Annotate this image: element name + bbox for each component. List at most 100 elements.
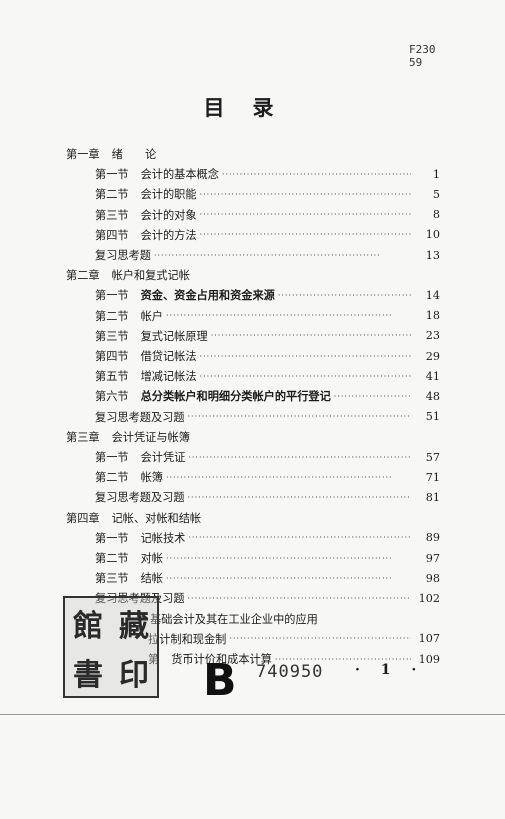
toc-page-number: 89: [425, 531, 440, 545]
library-stamp: 館 藏 書 印: [63, 596, 159, 698]
toc-entry-text: 第四节会计的方法: [95, 227, 197, 243]
toc-page-number: 102: [418, 591, 440, 605]
toc-chapter-row: 第一章绪 论: [66, 144, 156, 164]
toc-entry-text: 第三节会计的对象: [95, 207, 197, 223]
toc-entry-title: 复式记帐原理: [140, 329, 208, 343]
toc-leader-dots: ········································…: [199, 210, 411, 220]
toc-section-row: 第二节会计的职能································…: [95, 184, 440, 204]
toc-chapter-row: 基础会计及其在工业企业中的应用: [150, 609, 318, 629]
toc-entry-text: 第二节会计的职能: [95, 186, 197, 202]
toc-entry-text: 基础会计及其在工业企业中的应用: [150, 611, 318, 627]
toc-leader-dots: ········································…: [187, 492, 411, 502]
toc-leader-dots: ········································…: [274, 654, 411, 664]
toc-entry-title: 记帐技术: [140, 531, 186, 545]
toc-entry-title: 会计凭证: [140, 451, 186, 464]
toc-entry-title: 货币计价和成本计算: [171, 653, 272, 666]
toc-leader-dots: ········································…: [165, 311, 393, 321]
stamp-char: 印: [119, 657, 149, 693]
stamp-char: 館: [73, 608, 103, 644]
toc-entry-title: 复习思考题及习题: [95, 410, 185, 424]
toc-leader-dots: ········································…: [153, 250, 381, 260]
toc-entry-text: 第货币计价和成本计算: [148, 651, 272, 667]
toc-entry-label: 第一节: [95, 531, 129, 545]
toc-leader-dots: ········································…: [165, 573, 393, 583]
toc-entry-label: 第二节: [95, 188, 129, 202]
toc-entry-text: 第五节增减记帐法: [95, 368, 197, 384]
toc-page-number: 107: [418, 632, 440, 646]
page-title: 目录: [203, 96, 302, 120]
toc-entry-label: 第一章: [66, 148, 100, 161]
toc-page-number: 13: [425, 248, 440, 262]
toc-entry-title: 结帐: [140, 572, 163, 586]
toc-entry-label: 第二章: [66, 269, 100, 283]
stamp-b-letter: B: [203, 655, 237, 706]
call-number-line-2: 59: [409, 56, 423, 69]
toc-entry-title: 复习思考题: [95, 249, 151, 262]
toc-entry-label: 第四章: [66, 511, 100, 525]
toc-leader-dots: ········································…: [229, 634, 411, 644]
toc-page-number: 1: [432, 167, 440, 181]
toc-entry-text: 第六节总分类帐户和明细分类帐户的平行登记: [95, 388, 331, 404]
toc-entry-text: 第二节帐簿: [95, 469, 163, 485]
toc-entry-title: 会计的职能: [140, 188, 197, 202]
toc-page-number: 57: [425, 450, 440, 464]
toc-entry-label: 第四节: [95, 228, 129, 242]
toc-entry-title: 会计的基本概念: [140, 168, 219, 182]
toc-entry-text: 第一节会计凭证: [95, 449, 185, 465]
toc-page-number: 5: [432, 187, 440, 201]
toc-entry-text: 复习思考题及习题: [95, 409, 185, 425]
toc-entry-title: 增减记帐法: [140, 370, 197, 384]
toc-entry-text: 第二章帐户和复式记帐: [66, 267, 190, 283]
toc-entry-text: 第一章绪 论: [66, 146, 156, 162]
toc-entry-label: 第三节: [95, 329, 129, 343]
toc-entry-text: 第四节借贷记帐法: [95, 348, 197, 364]
toc-entry-label: 第二节: [95, 552, 129, 565]
toc-entry-label: 第二节: [95, 309, 129, 323]
toc-page-number: 81: [425, 490, 440, 504]
toc-entry-label: 第五节: [95, 370, 129, 384]
toc-entry-text: 第一节资金、资金占用和资金来源: [95, 287, 275, 303]
toc-page-number: 48: [425, 389, 440, 403]
toc-entry-label: 第三节: [95, 572, 129, 586]
toc-entry-title: 绪 论: [111, 148, 157, 161]
toc-entry-text: 拉计制和现金制: [148, 631, 226, 647]
toc-review-row: 复习思考题及习题································…: [95, 588, 440, 608]
toc-chapter-row: 第三章会计凭证与帐簿: [66, 427, 190, 447]
toc-review-row: 复习思考题及习题································…: [95, 407, 440, 427]
toc-section-row: 第三节复式记帐原理·······························…: [95, 326, 440, 346]
toc-entry-title: 会计凭证与帐簿: [111, 430, 190, 444]
toc-leader-dots: ········································…: [199, 230, 411, 240]
toc-leader-dots: ········································…: [165, 553, 393, 563]
toc-entry-label: 第三章: [66, 430, 100, 444]
toc-entry-label: 第四节: [95, 350, 129, 363]
toc-page-number: 109: [418, 652, 440, 666]
toc-entry-text: 第一节记帐技术: [95, 530, 185, 546]
toc-entry-title: 记帐、对帐和结帐: [111, 511, 202, 525]
toc-entry-text: 第三节结帐: [95, 570, 163, 586]
toc-leader-dots: ········································…: [199, 371, 411, 381]
toc-entry-title: 基础会计及其在工业企业中的应用: [150, 612, 318, 626]
toc-entry-title: 帐户: [140, 309, 163, 323]
toc-entry-text: 第三节复式记帐原理: [95, 328, 208, 344]
toc-entry-title: 会计的方法: [140, 228, 197, 242]
toc-entry-label: 第六节: [95, 390, 129, 404]
toc-section-row: 第二节对帐···································…: [95, 548, 440, 568]
toc-section-row: 第四节借贷记帐法································…: [95, 346, 440, 366]
toc-section-row: 拉计制和现金制·································…: [148, 629, 440, 649]
toc-entry-title: 复习思考题及习题: [95, 592, 185, 606]
page-edge-line: [0, 714, 505, 715]
toc-page-number: 8: [432, 208, 440, 222]
stamp-char: 藏: [119, 608, 149, 644]
toc-entry-title: 对帐: [140, 552, 163, 565]
toc-leader-dots: ········································…: [221, 169, 411, 179]
toc-entry-title: 资金、资金占用和资金来源: [140, 288, 275, 303]
toc-entry-text: 第二节帐户: [95, 308, 163, 324]
toc-entry-text: 第一节会计的基本概念: [95, 166, 219, 182]
toc-leader-dots: ········································…: [187, 412, 411, 422]
toc-entry-title: 复习思考题及习题: [95, 491, 185, 505]
toc-section-row: 第三节结帐···································…: [95, 568, 440, 588]
toc-section-row: 第二节帐簿···································…: [95, 467, 440, 487]
toc-entry-label: 第一节: [95, 451, 129, 464]
toc-leader-dots: ········································…: [188, 452, 411, 462]
toc-page-number: 98: [425, 571, 440, 585]
